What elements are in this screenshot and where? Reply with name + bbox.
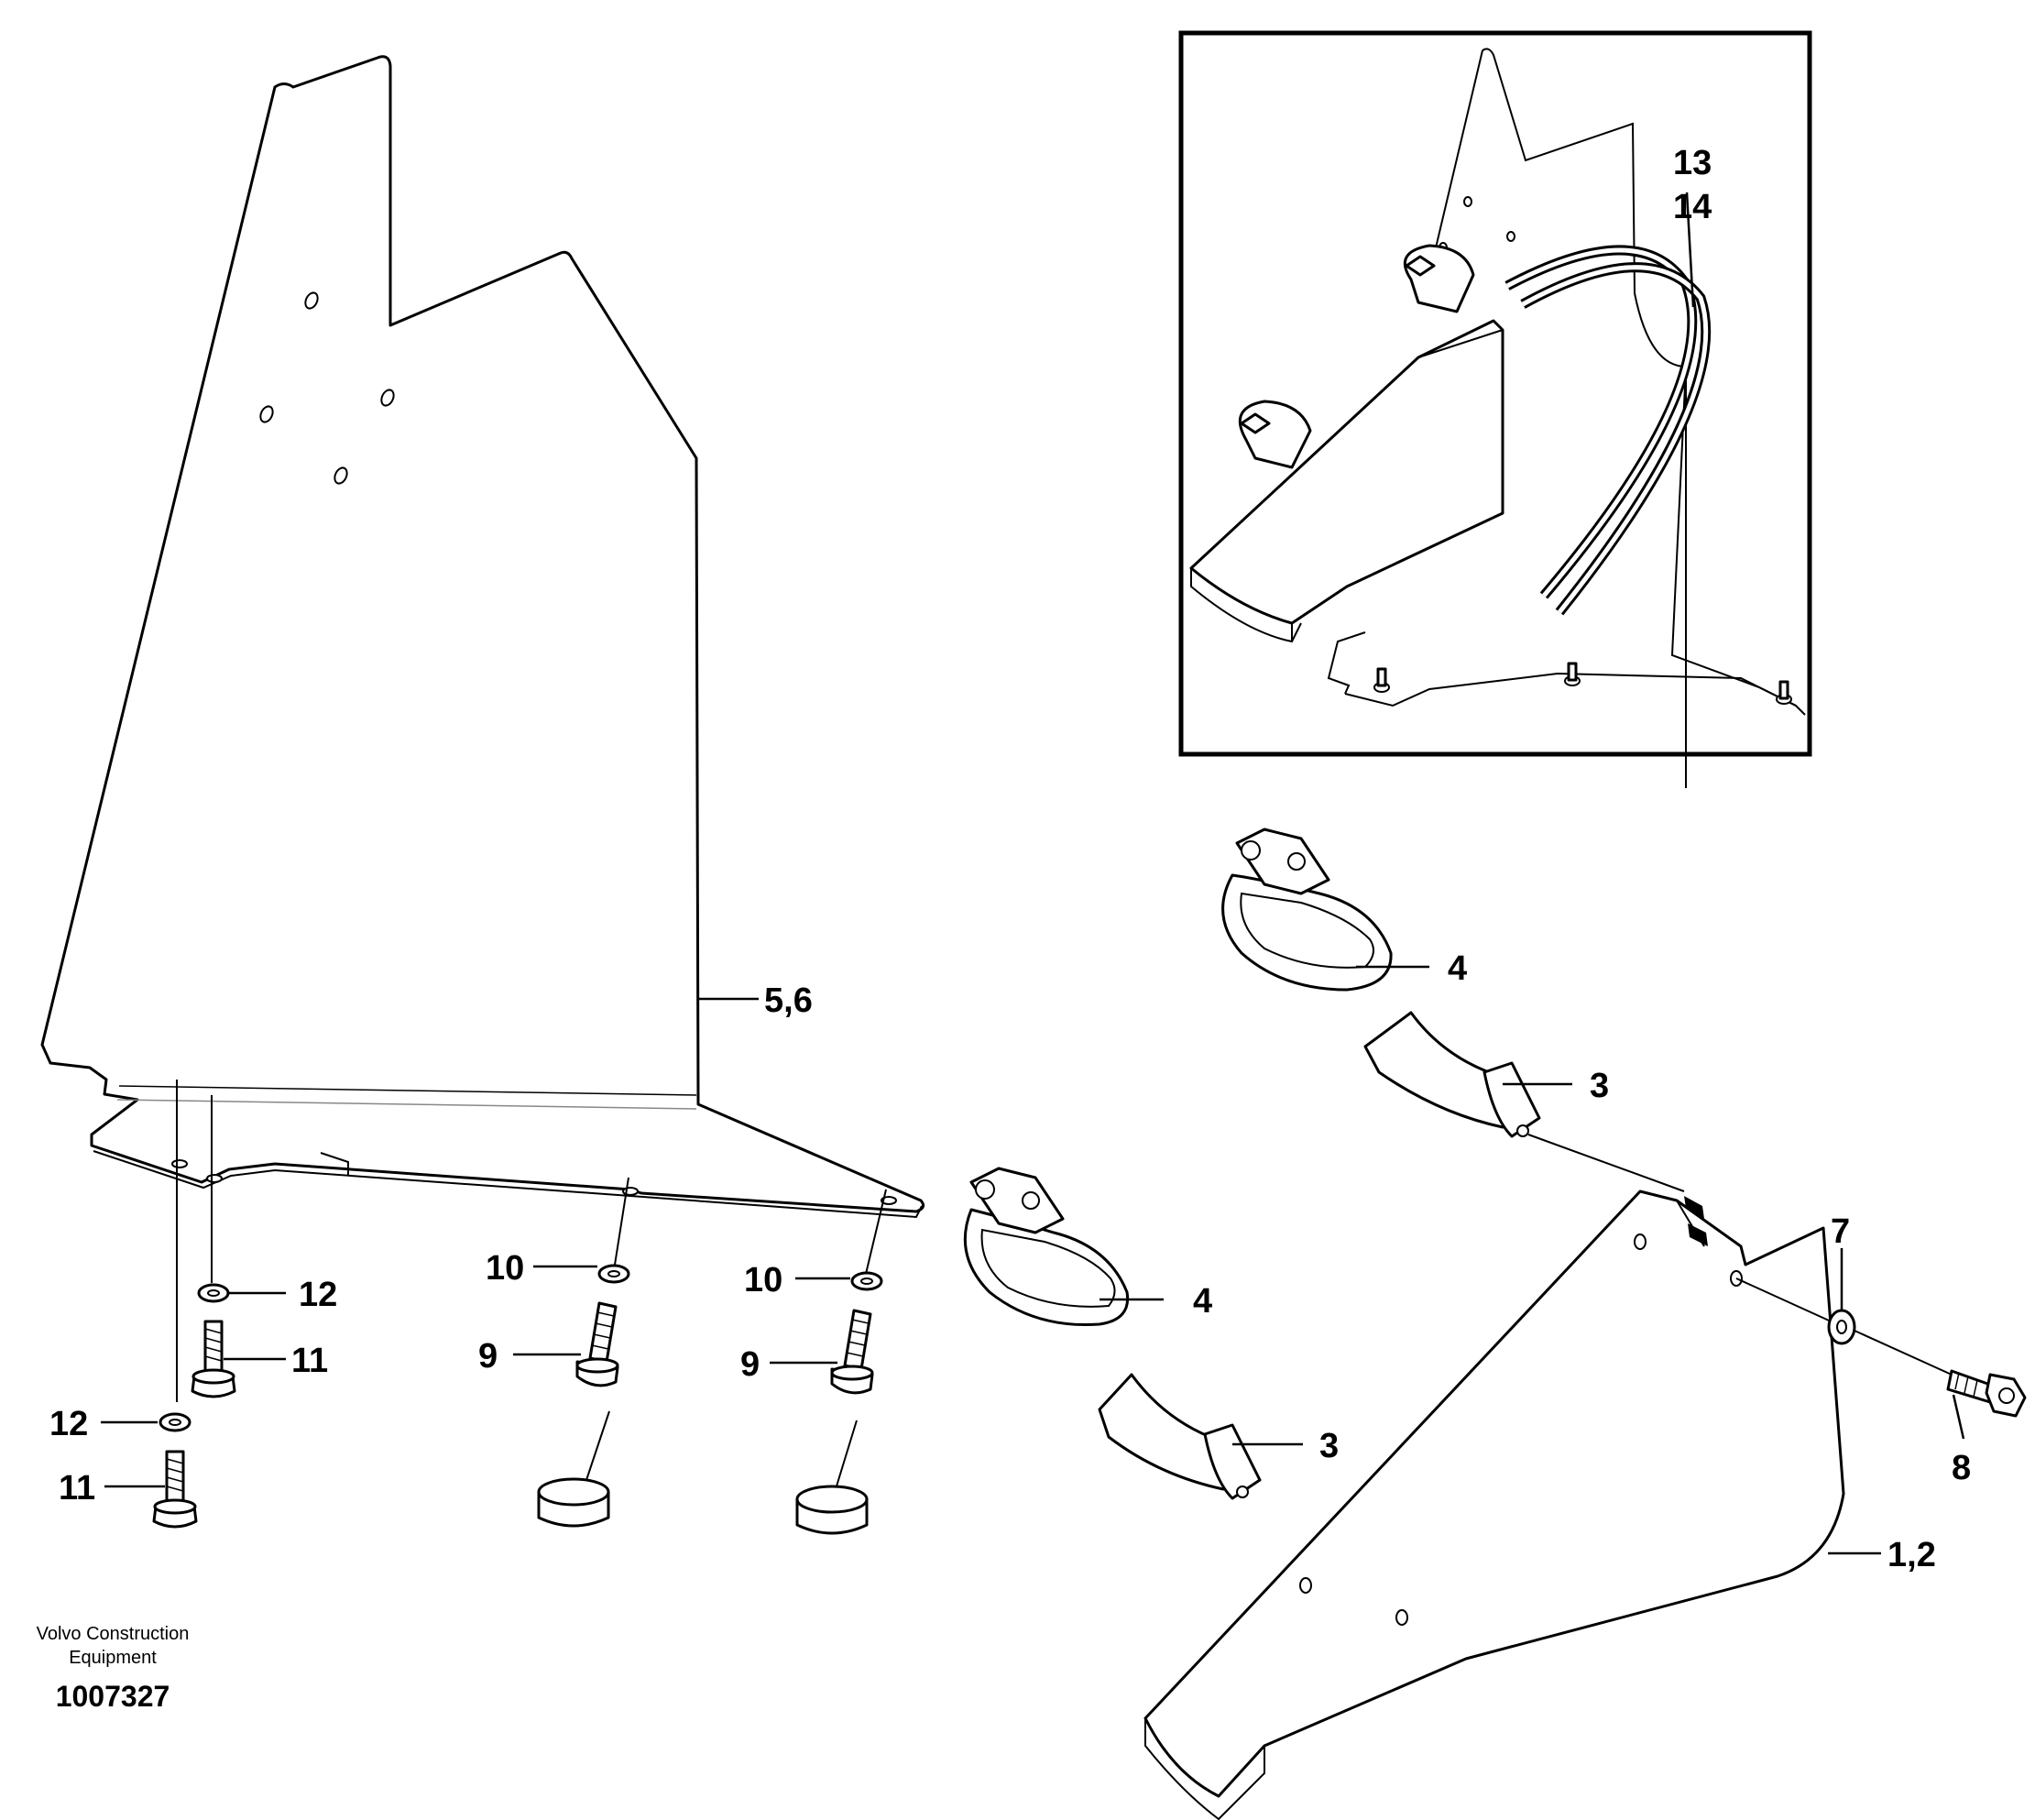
spacer-right xyxy=(795,1485,869,1535)
document-number: 1007327 xyxy=(56,1680,170,1713)
bolt-8 xyxy=(1946,1369,2027,1418)
callout-3-lower: 3 xyxy=(1319,1427,1339,1465)
callout-9-right: 9 xyxy=(740,1345,760,1384)
callout-3-upper: 3 xyxy=(1590,1067,1609,1105)
callout-11-lower: 11 xyxy=(59,1469,95,1508)
spacer-left xyxy=(537,1477,610,1528)
washer-12-lower xyxy=(159,1412,191,1432)
bolt-11-upper xyxy=(191,1320,236,1398)
callout-labels: 13 14 5,6 4 3 4 3 7 8 12 11 12 11 10 9 1… xyxy=(49,144,1971,1574)
washer-12-upper xyxy=(197,1283,230,1303)
washer-10-right xyxy=(850,1271,883,1291)
exhaust-duct xyxy=(1143,1134,1845,1820)
footer: Volvo Construction Equipment 1007327 xyxy=(37,1624,190,1713)
bolt-11-lower xyxy=(152,1450,198,1529)
manufacturer-line-2: Equipment xyxy=(69,1648,157,1668)
bracket-3-upper xyxy=(1363,1011,1541,1138)
callout-10-right: 10 xyxy=(744,1261,782,1299)
callout-9-left: 9 xyxy=(478,1337,498,1376)
callout-14: 14 xyxy=(1673,188,1712,226)
washer-7 xyxy=(1827,1309,1953,1376)
callout-12-upper: 12 xyxy=(299,1276,337,1314)
clamp-4-upper xyxy=(1221,828,1393,992)
callout-11-upper: 11 xyxy=(291,1342,328,1380)
bolt-9-right xyxy=(830,1309,874,1395)
inset-detail xyxy=(1178,30,1812,788)
callout-4-upper: 4 xyxy=(1448,949,1467,988)
clamp-4-lower xyxy=(963,1167,1130,1327)
callout-5-6: 5,6 xyxy=(764,981,813,1020)
callout-12-lower: 12 xyxy=(49,1405,88,1443)
leader-lines xyxy=(101,965,1965,1555)
heat-shield-plate xyxy=(40,55,925,1219)
bolt-9-left xyxy=(575,1301,619,1387)
callout-1-2: 1,2 xyxy=(1887,1536,1936,1574)
washer-10-left xyxy=(597,1264,630,1284)
callout-4-lower: 4 xyxy=(1193,1282,1212,1321)
callout-10-left: 10 xyxy=(486,1249,524,1288)
bracket-3-lower xyxy=(1098,1373,1262,1500)
callout-13: 13 xyxy=(1673,144,1712,182)
manufacturer-line-1: Volvo Construction xyxy=(37,1624,190,1644)
callout-8: 8 xyxy=(1952,1449,1971,1487)
assembly-lines xyxy=(176,1080,887,1490)
callout-7: 7 xyxy=(1831,1212,1850,1251)
